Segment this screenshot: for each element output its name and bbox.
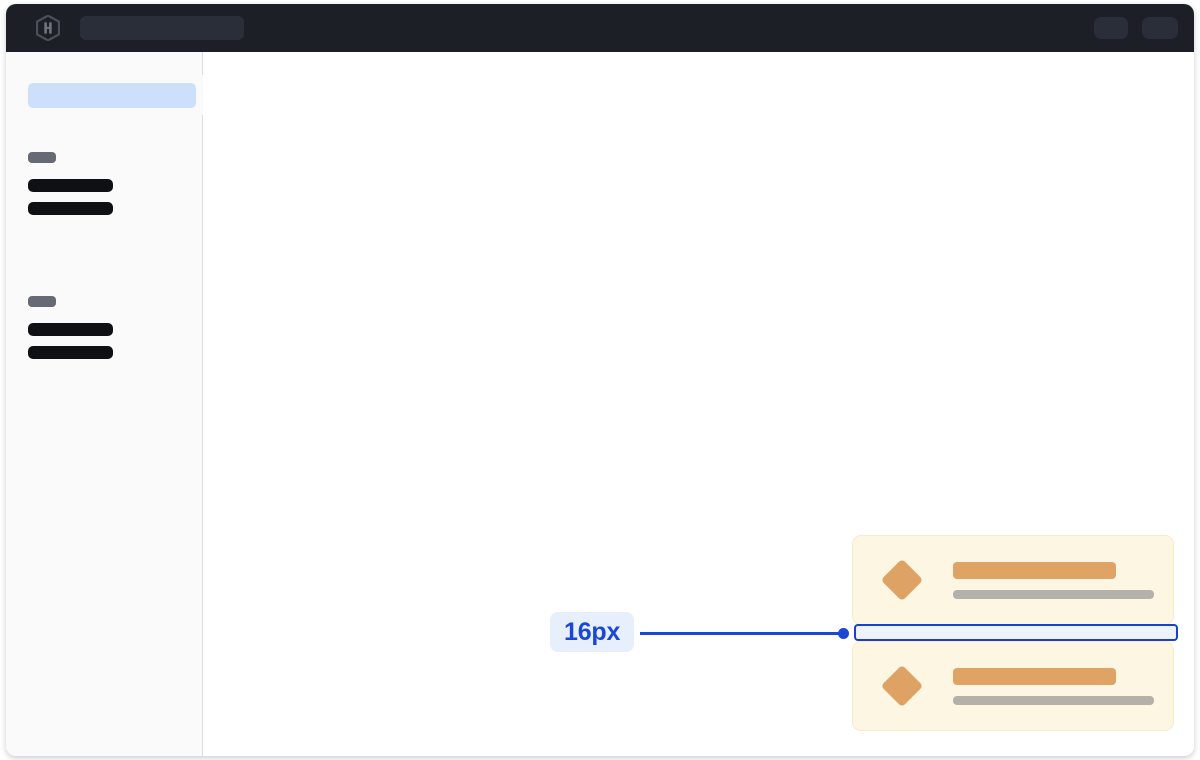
card-item-2[interactable] [852, 641, 1174, 731]
measurement-highlight-box [854, 624, 1178, 641]
nav-item-1-1[interactable] [28, 179, 113, 192]
card-text-block [953, 667, 1155, 705]
nav-group-label-2 [28, 296, 56, 307]
sidebar-nav-group-2 [28, 296, 113, 359]
diamond-icon [880, 664, 924, 708]
card-subtitle-skeleton [953, 695, 1154, 705]
nav-item-1-2[interactable] [28, 202, 113, 215]
card-text-block [953, 561, 1155, 599]
topbar [6, 4, 1194, 52]
topbar-chip-2[interactable] [1142, 17, 1178, 39]
measurement-leader-line [640, 632, 843, 635]
card-item-1[interactable] [852, 535, 1174, 625]
main-content: 16px [203, 52, 1194, 756]
sidebar [6, 52, 215, 756]
search-input-skeleton[interactable] [80, 16, 244, 40]
card-stack [852, 535, 1174, 731]
sidebar-nav-group-1 [28, 152, 113, 215]
measurement-value-label: 16px [550, 612, 635, 652]
topbar-chip-1[interactable] [1094, 17, 1128, 39]
diamond-icon [880, 558, 924, 602]
sidebar-active-item[interactable] [28, 83, 196, 108]
nav-item-2-1[interactable] [28, 323, 113, 336]
window-frame: 16px [6, 4, 1194, 756]
measurement-anchor-dot [838, 628, 849, 639]
card-subtitle-skeleton [953, 589, 1154, 599]
card-title-skeleton [953, 561, 1116, 579]
card-title-skeleton [953, 667, 1116, 685]
hashicorp-hexagon-logo-icon[interactable] [36, 15, 60, 41]
nav-item-2-2[interactable] [28, 346, 113, 359]
nav-group-label-1 [28, 152, 56, 163]
body-split: 16px [6, 52, 1194, 756]
